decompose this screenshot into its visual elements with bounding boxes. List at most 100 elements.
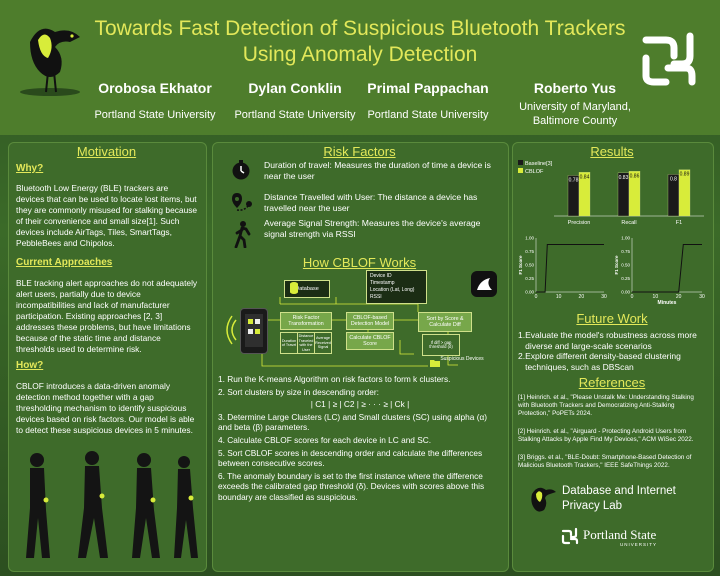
signal-waves-icon — [226, 315, 237, 345]
y-tick-label: 1.00 — [621, 236, 630, 241]
future-work-list: 1.Evaluate the model's robustness across… — [518, 330, 708, 372]
future-work-title: Future Work — [576, 311, 648, 326]
results-title: Results — [590, 144, 634, 159]
x-tick-label: 0 — [631, 294, 634, 300]
y-axis-label: F1 Score — [518, 255, 523, 275]
legend-label-cblof: CBLOF — [525, 169, 544, 175]
database-icon — [290, 282, 298, 294]
university-sub-wordmark: UNIVERSITY — [620, 542, 658, 547]
reference-1: [1] Heinrich. et al., "Please Unstalk Me… — [518, 394, 694, 417]
bar-category-label: Recall — [621, 220, 636, 226]
reference-3: [3] Briggs. et al., "BLE-Doubt: Smartpho… — [518, 454, 692, 469]
y-tick-label: 1.00 — [525, 236, 534, 241]
legend-swatch-cblof — [518, 168, 523, 173]
lab-bird-logo — [531, 487, 556, 512]
y-tick-label: 0.50 — [525, 263, 534, 268]
cblof-title: How CBLOF Works — [302, 255, 417, 270]
future-item-2: 2.Explore different density-based cluste… — [518, 351, 708, 372]
author-affiliation-3: Portland State University — [367, 109, 489, 121]
bar-value-label: 0.86 — [630, 173, 640, 179]
header: Towards Fast Detection of Suspicious Blu… — [0, 0, 720, 135]
y-axis-label: F1 Score — [614, 255, 619, 275]
portland-state-mark-icon — [561, 527, 579, 545]
risk-cblof-panel — [212, 142, 509, 572]
y-tick-label: 0.25 — [525, 276, 534, 281]
university-wordmark: Portland State — [583, 527, 657, 542]
current-approaches-text: BLE tracking alert approaches do not ade… — [16, 278, 198, 354]
x-tick-label: 30 — [699, 294, 705, 300]
clock-icon — [232, 160, 250, 180]
risk-signal-text: Average Signal Strength: Measures the de… — [264, 218, 481, 239]
motivation-title: Motivation — [76, 144, 137, 159]
y-tick-label: 0.75 — [621, 249, 630, 254]
app-logo-icon — [471, 271, 497, 297]
step-6: 6. The anomaly boundary is set to the fi… — [218, 470, 485, 502]
x-tick-label: 0 — [535, 294, 538, 300]
author-name-3: Primal Pappachan — [367, 80, 489, 96]
author-name-4: Roberto Yus — [533, 80, 617, 96]
step-1: 1. Run the K-means Algorithm on risk fac… — [218, 374, 451, 384]
y-tick-label: 0.75 — [525, 249, 534, 254]
why-text: Bluetooth Low Energy (BLE) trackers are … — [16, 183, 198, 248]
cblof-model-box: CBLOF-based Detection Model — [346, 312, 394, 330]
distance-box: Distance Traveled with the User — [297, 332, 315, 354]
author-name-2: Dylan Conklin — [248, 80, 342, 96]
y-tick-label: 0.00 — [621, 290, 630, 295]
step-4: 4. Calculate CBLOF scores for each devic… — [218, 434, 432, 445]
cblof-steps: 1. Run the K-means Algorithm on risk fac… — [218, 374, 502, 505]
bird-lab-logo — [20, 28, 80, 96]
step-3: 3. Determine Large Clusters (LC) and Sma… — [218, 411, 488, 433]
duration-box: Duration of Travel — [280, 332, 298, 354]
bar-value-label: 0.84 — [580, 174, 590, 180]
legend-label-baseline: Baseline[3] — [525, 161, 553, 167]
poster-title: Towards Fast Detection of Suspicious Blu… — [90, 16, 630, 68]
x-tick-label: 20 — [676, 294, 682, 300]
current-approaches-heading: Current Approaches — [16, 257, 113, 268]
bar-recall-cblof — [628, 171, 641, 217]
references-title: References — [578, 375, 646, 390]
y-tick-label: 0.25 — [621, 276, 630, 281]
legend-item-baseline: Baseline[3] — [518, 160, 552, 168]
x-tick-label: 10 — [556, 294, 562, 300]
bar-f1-cblof — [678, 169, 691, 217]
bar-value-label: 0.78 — [569, 177, 579, 183]
x-tick-label: 30 — [601, 294, 607, 300]
folder-icon — [430, 360, 440, 367]
y-tick-label: 0.50 — [621, 263, 630, 268]
how-text: CBLOF introduces a data-driven anomaly d… — [16, 381, 195, 435]
bar-value-label: 0.8 — [670, 176, 677, 182]
author-affiliation-4: University of Maryland, Baltimore County — [519, 101, 631, 127]
step-2: 2. Sort clusters by size in descending o… — [218, 386, 379, 397]
bar-category-label: Precision — [568, 220, 591, 226]
route-icon — [232, 193, 252, 211]
lab-name: Database and Internet Privacy Lab — [562, 485, 676, 512]
step-5: 5. Sort CBLOF scores in descending order… — [218, 447, 483, 469]
reference-2: [2] Heinrich. et al., "Airguard - Protec… — [518, 428, 694, 443]
legend-swatch-baseline — [518, 160, 523, 165]
step-2-formula: | C1 | ≥ | C2 | ≥ · · · ≥ | Ck | — [310, 399, 410, 410]
author-name-1: Orobosa Ekhator — [98, 80, 212, 96]
x-axis-label: Minutes — [658, 300, 677, 306]
future-item-1: 1.Evaluate the model's robustness across… — [518, 330, 708, 351]
bar-chart-legend: Baseline[3] CBLOF — [518, 160, 552, 176]
f1-line-series — [536, 244, 604, 293]
risk-factors-title: Risk Factors — [323, 144, 396, 159]
bar-value-label: 0.89 — [680, 172, 690, 178]
future-item-1-text: Evaluate the model's robustness across m… — [525, 330, 697, 351]
bar-value-label: 0.83 — [619, 175, 629, 181]
calculate-score-box: Calculate CBLOF Score — [346, 332, 394, 350]
walking-people-illustration — [26, 451, 198, 558]
f1-line-series — [632, 244, 702, 293]
future-item-2-text: Explore different density-based clusteri… — [525, 351, 681, 372]
author-affiliation-2: Portland State University — [234, 109, 356, 121]
bar-precision-cblof — [578, 172, 591, 217]
risk-distance-text: Distance Travelled with User: The distan… — [264, 192, 478, 213]
phone-illustration — [240, 308, 268, 354]
portland-state-logo — [642, 32, 696, 86]
why-heading: Why? — [16, 163, 44, 174]
risk-factor-transformation-box: Risk Factor Transformation — [280, 312, 332, 330]
